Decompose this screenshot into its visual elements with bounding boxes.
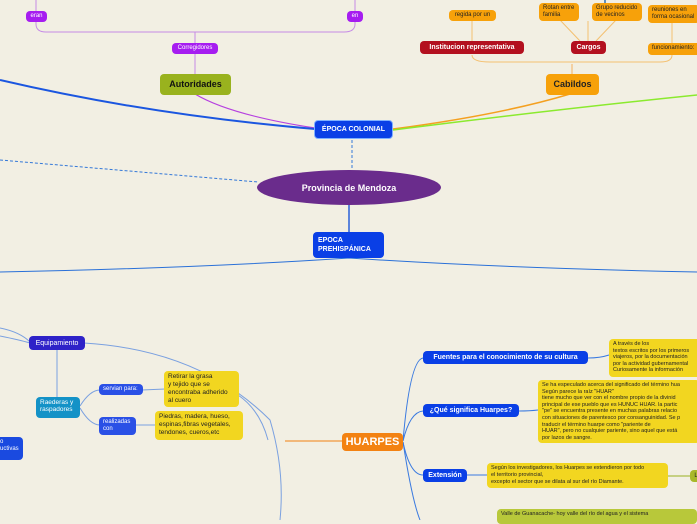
corregidores-node[interactable]: Corregidores xyxy=(172,43,218,54)
grupo-reducido-node[interactable]: Grupo reducido de vecinos xyxy=(592,3,642,21)
provincia-de-mendoza-node[interactable]: Provincia de Mendoza xyxy=(257,170,441,205)
cabildos-node[interactable]: Cabildos xyxy=(546,74,599,95)
huarpes-node[interactable]: HUARPES xyxy=(342,433,403,451)
funcionamiento-node[interactable]: funcionamiento: xyxy=(648,43,697,55)
fuentes-node[interactable]: Fuentes para el conocimiento de su cultu… xyxy=(423,351,588,364)
extension-text-node[interactable]: Según los investigadores, los Huarpes se… xyxy=(487,463,668,488)
equipamiento-node[interactable]: Equipamiento xyxy=(29,336,85,350)
extension-node[interactable]: Extensión xyxy=(423,469,467,482)
realizadas-con-node[interactable]: realizadas con xyxy=(99,417,136,435)
retirar-grasa-node[interactable]: Retirar la grasa y tejido que se encontr… xyxy=(164,371,239,407)
left-blue-node[interactable]: o uctivas xyxy=(0,437,23,460)
epoca-colonial-node[interactable]: ÉPOCA COLONIAL xyxy=(314,120,393,139)
rotan-entre-familia-node[interactable]: Rotan entre familia xyxy=(539,3,579,21)
fuentes-text-node[interactable]: A través de los textos escritos por los … xyxy=(609,339,697,377)
eran-label[interactable]: eran xyxy=(26,11,47,22)
autoridades-node[interactable]: Autoridades xyxy=(160,74,231,95)
regida-por-un-node[interactable]: regida por un xyxy=(449,10,496,21)
guanacache-node[interactable]: Valle de Guanacache- hoy valle del río d… xyxy=(497,509,697,524)
piedras-node[interactable]: Piedras, madera, hueso, espinas,fibras v… xyxy=(155,411,243,440)
extension-right-node[interactable]: L xyxy=(690,470,697,482)
en-label[interactable]: en xyxy=(347,11,363,22)
servian-para-node[interactable]: servian para: xyxy=(99,384,143,395)
institucion-representativa-node[interactable]: Institucion representativa xyxy=(420,41,524,54)
epoca-prehispanica-node[interactable]: EPOCA PREHISPÁNICA xyxy=(313,232,384,258)
raederas-node[interactable]: Raederas y raspadores xyxy=(36,397,80,418)
que-significa-node[interactable]: ¿Qué significa Huarpes? xyxy=(423,404,519,417)
reuniones-node[interactable]: reuniones en forma ocasional xyxy=(648,5,697,23)
cargos-node[interactable]: Cargos xyxy=(571,41,606,54)
significa-text-node[interactable]: Se ha especulado acerca del significado … xyxy=(538,380,697,443)
